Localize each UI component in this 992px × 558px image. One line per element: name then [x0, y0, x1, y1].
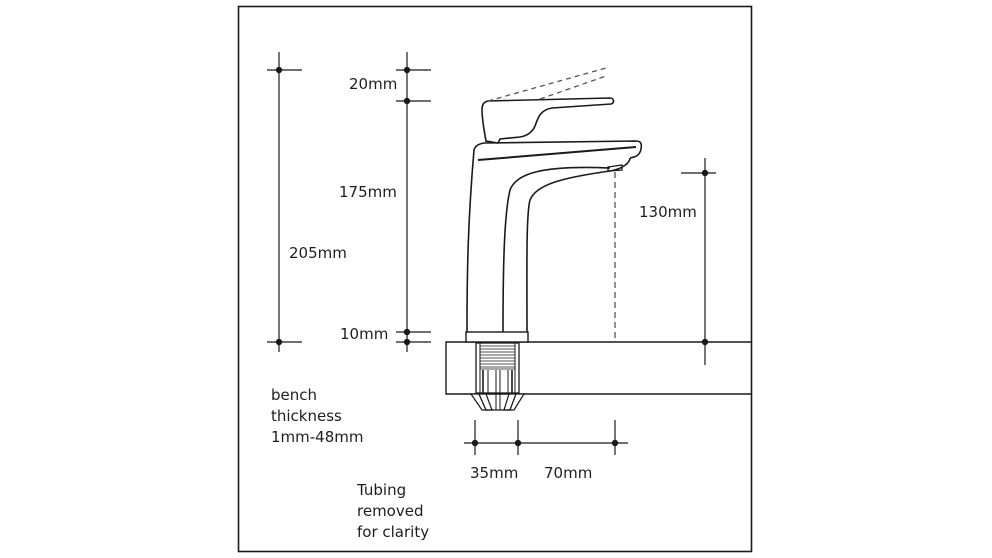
note-bench-thickness: bench thickness 1mm-48mm — [271, 385, 364, 448]
lever-raised-outline — [487, 67, 607, 102]
note-tubing-line-2: removed — [357, 502, 424, 520]
label-base-height: 10mm — [340, 325, 389, 343]
dimension-205mm — [267, 52, 302, 352]
label-lever-travel: 20mm — [349, 75, 398, 93]
bench-surface — [445, 341, 751, 395]
label-base-width: 35mm — [470, 464, 519, 482]
clamp-fingers — [469, 393, 526, 411]
note-tubing-removed: Tubing removed for clarity — [357, 480, 429, 543]
note-tubing-line-3: for clarity — [357, 523, 430, 541]
drawing-frame — [237, 5, 753, 553]
note-tubing-line-1: Tubing — [357, 481, 407, 499]
note-bench-line-3: 1mm-48mm — [271, 428, 364, 446]
label-body-height: 175mm — [339, 183, 397, 201]
threaded-shank — [475, 342, 520, 410]
dimension-chain — [396, 52, 431, 352]
note-bench-line-2: thickness — [271, 407, 342, 425]
lever-handle — [481, 97, 615, 144]
label-spout-clearance: 130mm — [639, 203, 697, 221]
tap-body — [466, 140, 643, 333]
label-spout-reach: 70mm — [544, 464, 593, 482]
label-overall-height: 205mm — [289, 244, 347, 262]
dimension-horizontal — [464, 420, 628, 455]
note-bench-line-1: bench — [271, 386, 318, 404]
dimension-130mm — [681, 158, 716, 365]
tap-base — [465, 331, 529, 343]
